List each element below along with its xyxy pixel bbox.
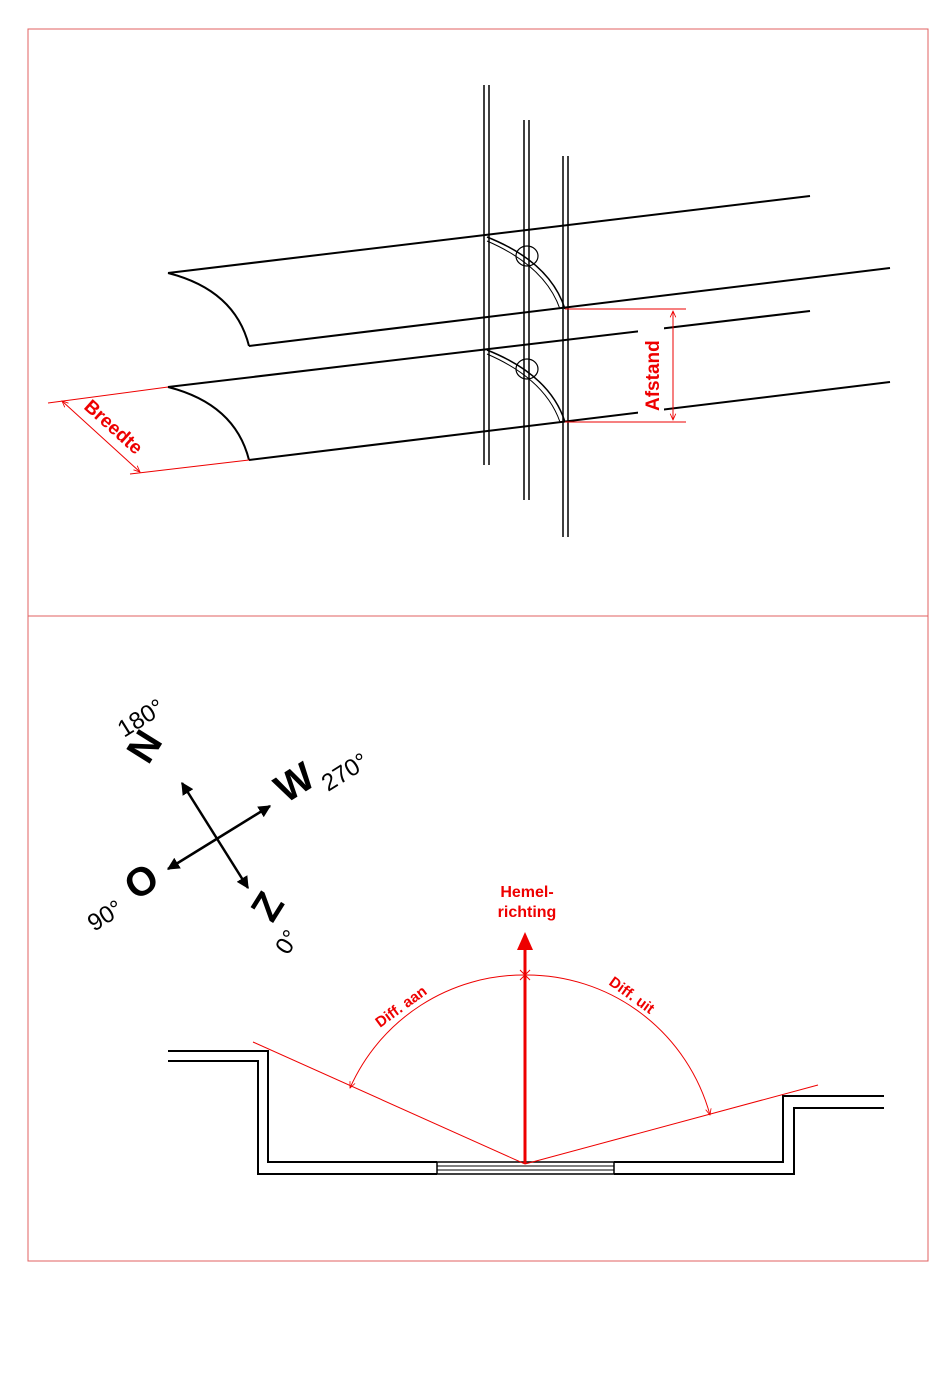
heading-label-line1: Hemel- [500, 884, 553, 901]
support-rods [484, 85, 568, 537]
diff-in-label: Diff. aan [372, 983, 430, 1032]
heading-arrow [517, 932, 533, 1164]
width-label: Breedte [80, 396, 147, 459]
top-panel-frame [28, 29, 928, 616]
compass-north-bottom-degrees: 0° [270, 925, 305, 959]
distance-dimension [565, 309, 686, 422]
compass-east: O [117, 855, 167, 909]
compass-east-degrees: 90° [83, 895, 128, 937]
compass-west: W [267, 754, 323, 811]
louvre-drawing [168, 85, 890, 537]
compass-arrows [168, 783, 270, 888]
compass-north-bottom: Z [243, 885, 293, 929]
width-dimension [48, 387, 249, 474]
compass-west-degrees: 270° [317, 748, 373, 797]
heading-label-line2: richting [498, 904, 557, 921]
distance-label: Afstand [643, 340, 664, 411]
sight-lines [253, 970, 818, 1164]
